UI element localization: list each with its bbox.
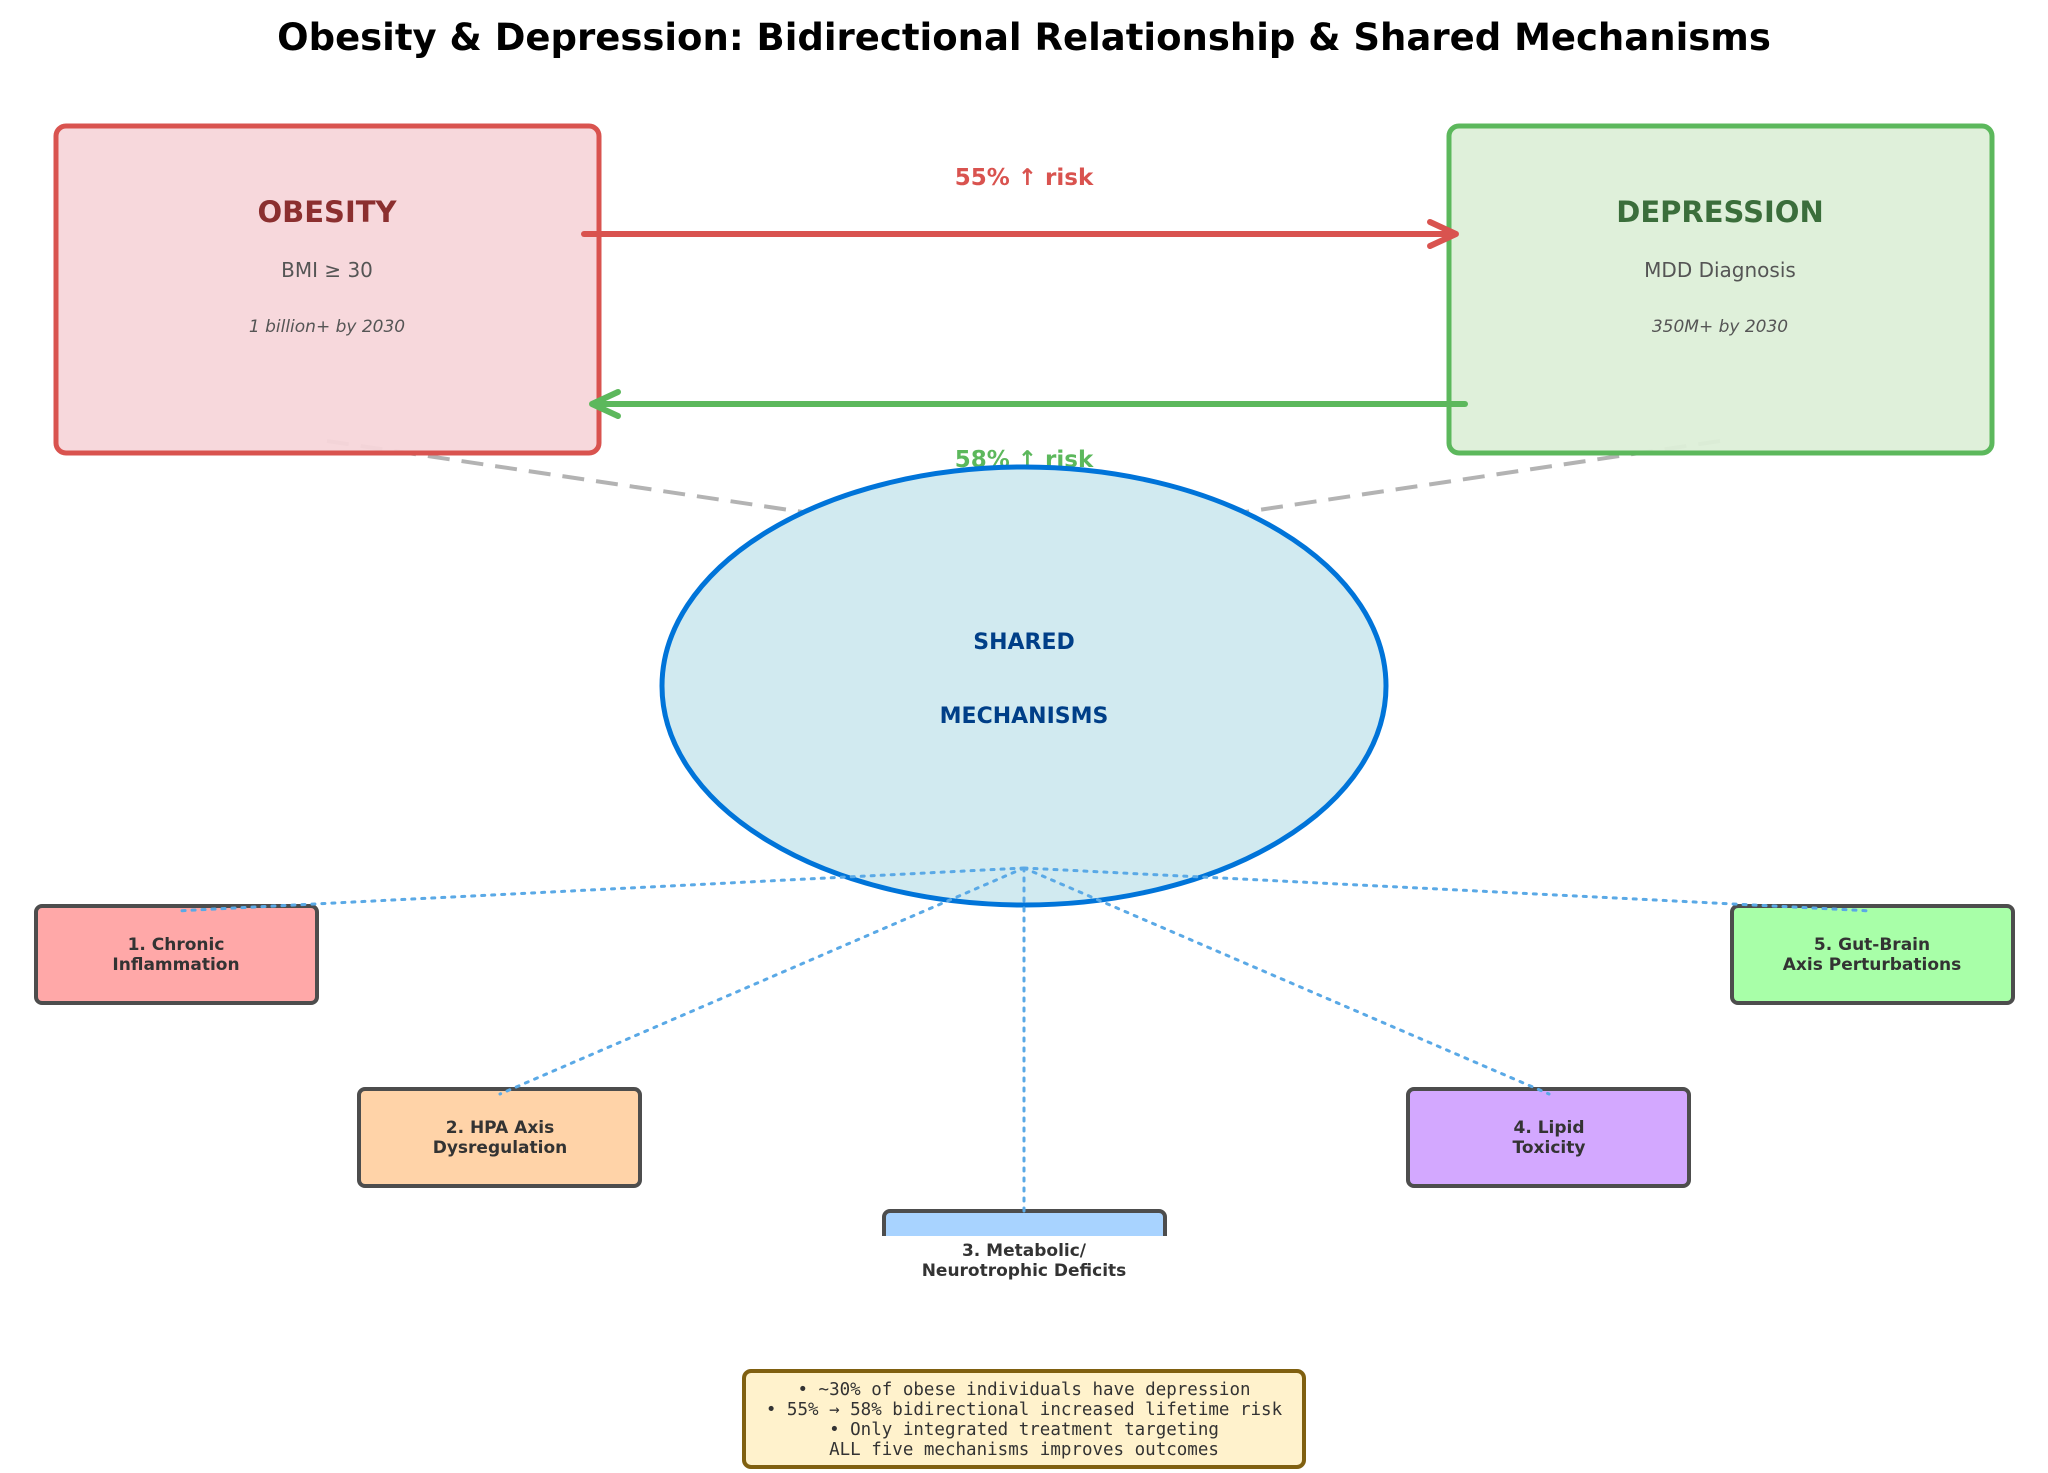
mechanism-label-line1: 5. Gut-Brain [1814, 935, 1930, 955]
depression-projection: 350M+ by 2030 [1652, 317, 1788, 337]
obesity-node: OBESITY BMI ≥ 30 1 billion+ by 2030 [53, 123, 602, 456]
mechanism-3-label-line2: Neurotrophic Deficits [922, 1261, 1127, 1281]
depression-criterion: MDD Diagnosis [1644, 258, 1796, 282]
mechanism-5: 5. Gut-Brain Axis Perturbations [1730, 904, 2015, 1005]
obesity-criterion: BMI ≥ 30 [281, 258, 373, 282]
shared-label-line1: SHARED [973, 630, 1075, 655]
summary-box [742, 1369, 1306, 1469]
depression-title: DEPRESSION [1616, 195, 1823, 229]
mechanism-box [1406, 1087, 1691, 1188]
mechanism-label-line1: 1. Chronic [128, 935, 225, 955]
obesity-box [53, 123, 602, 456]
mechanism-2: 2. HPA Axis Dysregulation [357, 1087, 642, 1188]
mechanism-connectors [174, 866, 1874, 1217]
shared-mechanisms-ellipse [659, 464, 1389, 908]
diagram-title: Obesity & Depression: Bidirectional Rela… [277, 16, 1771, 59]
mechanism-label-line1: 4. Lipid [1513, 1118, 1584, 1138]
mechanism-box [1730, 904, 2015, 1005]
mechanism-label-line2: Axis Perturbations [1783, 955, 1961, 975]
mechanism-label-line2: Inflammation [112, 955, 239, 975]
mechanism-box [34, 904, 319, 1005]
mechanism-3-label-line1: 3. Metabolic/ [962, 1241, 1087, 1261]
shared-label-line2: MECHANISMS [940, 704, 1109, 729]
arrow-head-right-icon [1427, 219, 1459, 249]
connector-5 [1022, 866, 1874, 913]
obesity-title: OBESITY [257, 195, 397, 229]
connector-1 [174, 866, 1026, 913]
shared-mechanisms-node: SHARED MECHANISMS [659, 464, 1389, 908]
obesity-projection: 1 billion+ by 2030 [249, 317, 405, 337]
obesity-to-depression-arrow: 55% ↑ risk [581, 165, 1459, 249]
summary-note: • ~30% of obese individuals have depress… [742, 1369, 1306, 1469]
mechanism-label-line2: Toxicity [1513, 1138, 1586, 1158]
mechanism-4: 4. Lipid Toxicity [1406, 1087, 1691, 1188]
mechanism-label-line2: Dysregulation [433, 1138, 568, 1158]
summary-line: • ~30% of obese individuals have depress… [797, 1380, 1250, 1400]
depression-to-obesity-arrow: 58% ↑ risk [589, 389, 1468, 473]
depression-node: DEPRESSION MDD Diagnosis 350M+ by 2030 [1446, 123, 1995, 456]
mechanism-1: 1. Chronic Inflammation [34, 904, 319, 1005]
mechanism-label-line1: 2. HPA Axis [446, 1118, 554, 1138]
depression-box [1446, 123, 1995, 456]
obesity-to-depression-label: 55% ↑ risk [955, 165, 1094, 191]
summary-line: ALL five mechanisms improves outcomes [829, 1440, 1219, 1460]
summary-line: • 55% → 58% bidirectional increased life… [766, 1400, 1283, 1420]
clip-band [860, 1236, 1190, 1356]
arrow-head-left-icon [589, 389, 621, 419]
summary-line: • Only integrated treatment targeting [829, 1420, 1219, 1440]
mechanism-box [357, 1087, 642, 1188]
